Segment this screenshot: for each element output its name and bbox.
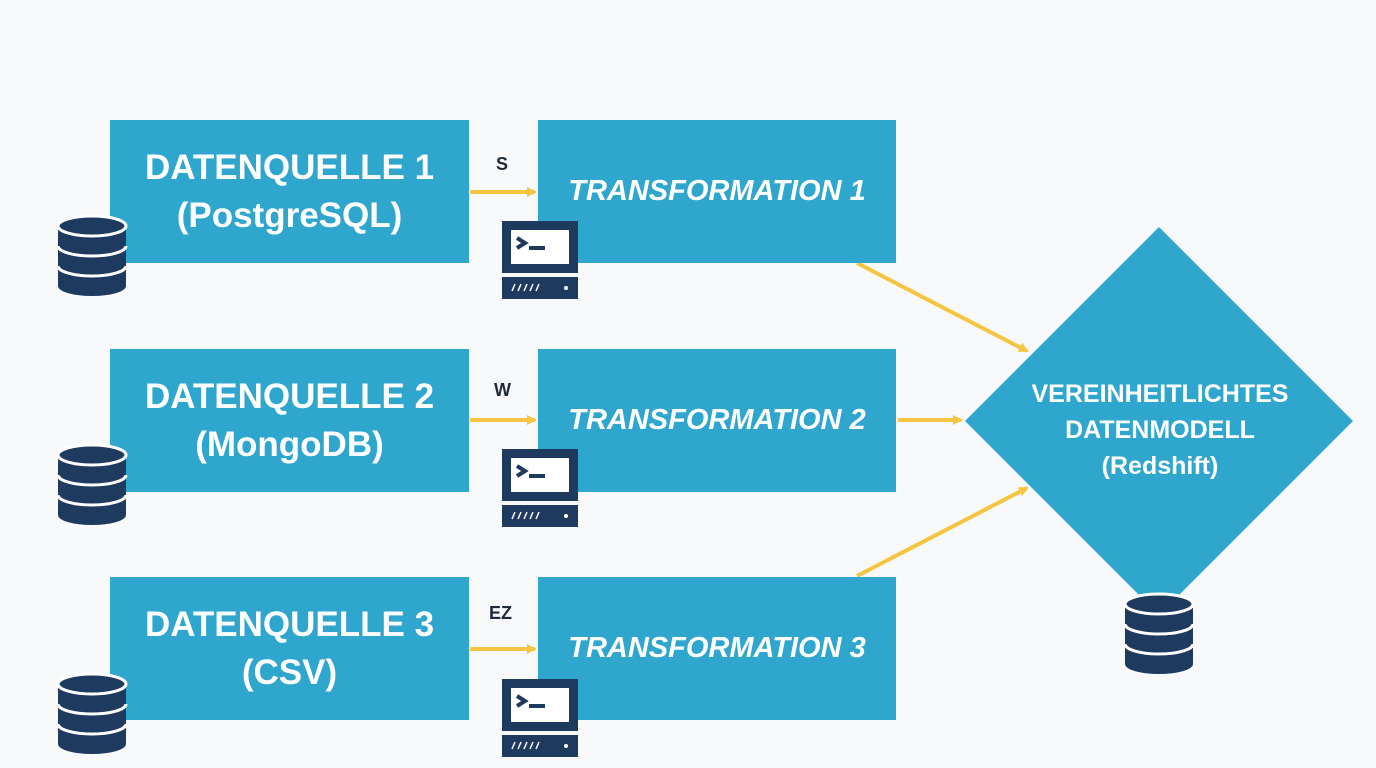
database-icon bbox=[56, 672, 128, 754]
arrow-transform3-to-model bbox=[856, 486, 1029, 578]
target-model-label: VEREINHEITLICHTES DATENMODELL (Redshift) bbox=[1010, 376, 1310, 484]
target-line-1: VEREINHEITLICHTES bbox=[1031, 380, 1289, 408]
terminal-icon bbox=[502, 449, 578, 527]
source-title: DATENQUELLE 3 bbox=[144, 604, 435, 644]
transformation-label: TRANSFORMATION 2 bbox=[568, 404, 866, 436]
target-line-2: DATENMODELL bbox=[1065, 416, 1255, 444]
source-title: DATENQUELLE 2 bbox=[144, 376, 435, 416]
transformation-label: TRANSFORMATION 1 bbox=[568, 175, 866, 207]
transformation-box-2: TRANSFORMATION 2 bbox=[538, 349, 896, 492]
transformation-label: TRANSFORMATION 3 bbox=[568, 632, 866, 664]
target-line-3: (Redshift) bbox=[1101, 452, 1219, 480]
source-box-1: DATENQUELLE 1 (PostgreSQL) bbox=[110, 120, 469, 263]
terminal-icon bbox=[502, 679, 578, 757]
source-title: DATENQUELLE 1 bbox=[144, 147, 435, 187]
target-model-diamond bbox=[965, 227, 1353, 615]
edge-label-3: EZ bbox=[489, 603, 513, 623]
source-type: (CSV) bbox=[241, 652, 338, 692]
database-icon bbox=[1123, 592, 1195, 674]
arrow-transform1-to-model bbox=[856, 261, 1029, 353]
database-icon bbox=[56, 214, 128, 296]
source-box-2: DATENQUELLE 2 (MongoDB) bbox=[110, 349, 469, 492]
terminal-icon bbox=[502, 221, 578, 299]
database-icon bbox=[56, 443, 128, 525]
edge-label-2: W bbox=[494, 380, 511, 400]
edge-label-1: S bbox=[496, 154, 509, 174]
source-box-3: DATENQUELLE 3 (CSV) bbox=[110, 577, 469, 720]
source-type: (PostgreSQL) bbox=[176, 195, 403, 235]
source-type: (MongoDB) bbox=[195, 424, 384, 464]
transformation-box-1: TRANSFORMATION 1 bbox=[538, 120, 896, 263]
transformation-box-3: TRANSFORMATION 3 bbox=[538, 577, 896, 720]
